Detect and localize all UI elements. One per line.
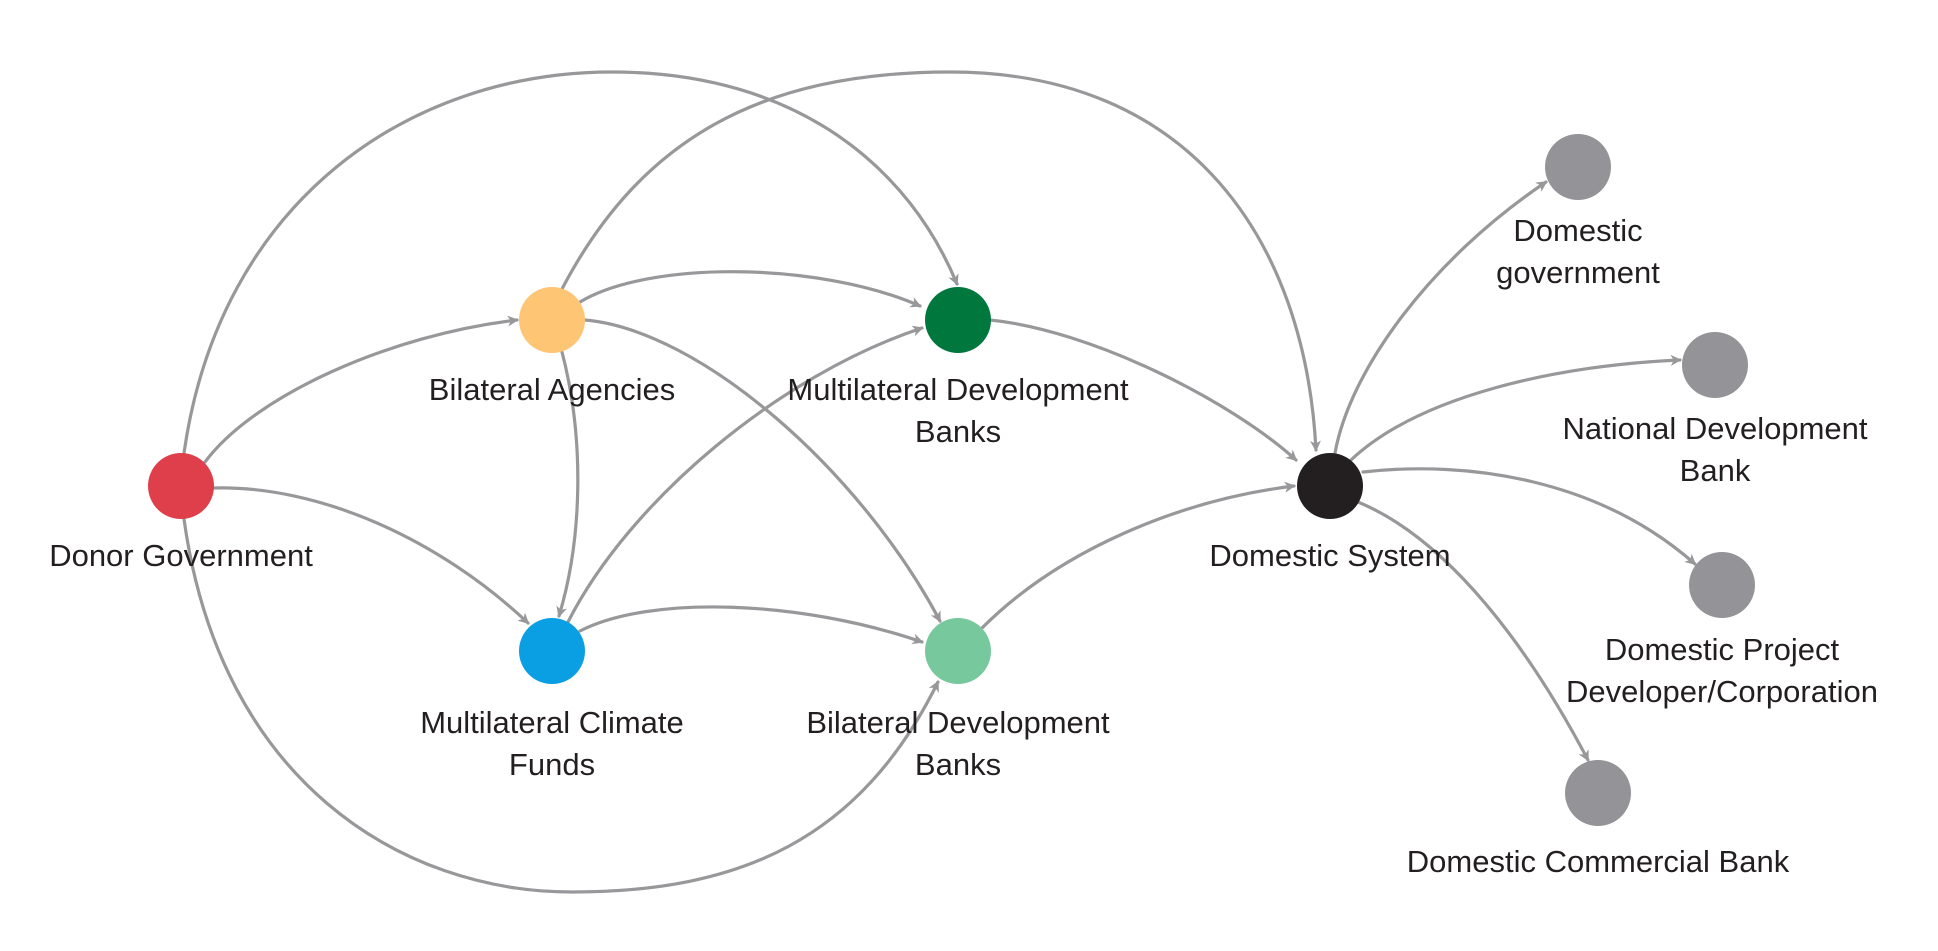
edge-bilateral-agencies-to-multilateral-development-banks [578, 270, 922, 308]
node-domestic-government [1545, 134, 1611, 200]
node-label-line: government [1496, 255, 1660, 290]
edge-donor-government-to-multilateral-development-banks [182, 70, 959, 455]
node-label-line: Developer/Corporation [1566, 674, 1878, 709]
node-label-line: Funds [509, 747, 595, 782]
edge-bilateral-agencies-to-multilateral-climate-funds [556, 350, 580, 618]
edge-domestic-system-to-domestic-government [1333, 180, 1548, 455]
node-bilateral-agencies [519, 287, 585, 353]
node-label-bilateral-agencies: Bilateral Agencies [429, 372, 675, 407]
node-label-line: Domestic [1513, 213, 1642, 248]
edge-bilateral-agencies-to-bilateral-development-banks [583, 318, 942, 623]
node-label-line: Multilateral Development [787, 372, 1129, 407]
edge-bilateral-agencies-to-domestic-system [560, 70, 1321, 452]
node-label-line: Bank [1680, 453, 1751, 488]
node-multilateral-climate-funds [519, 618, 585, 684]
node-label-line: Multilateral Climate [420, 705, 684, 740]
node-label-line: Banks [915, 747, 1001, 782]
edge-donor-government-to-bilateral-agencies [203, 315, 519, 464]
edge-bilateral-development-banks-to-domestic-system [980, 481, 1296, 630]
edge-donor-government-to-multilateral-climate-funds [211, 486, 530, 625]
node-donor-government [148, 453, 214, 519]
node-label-line: Bilateral Development [806, 705, 1110, 740]
edge-donor-government-to-bilateral-development-banks [182, 517, 940, 894]
node-label-line: Donor Government [49, 538, 313, 573]
nodes-layer [148, 134, 1755, 826]
node-domestic-project-developer [1689, 552, 1755, 618]
node-label-line: Bilateral Agencies [429, 372, 675, 407]
node-domestic-system [1297, 453, 1363, 519]
node-multilateral-development-banks [925, 287, 991, 353]
edge-multilateral-climate-funds-to-multilateral-development-banks [566, 325, 924, 624]
edge-multilateral-climate-funds-to-bilateral-development-banks [578, 605, 924, 645]
edges-layer [182, 70, 1697, 894]
node-label-donor-government: Donor Government [49, 538, 313, 573]
node-domestic-commercial-bank [1565, 760, 1631, 826]
node-bilateral-development-banks [925, 618, 991, 684]
node-label-line: Domestic Project [1605, 632, 1840, 667]
node-label-domestic-system: Domestic System [1209, 538, 1450, 573]
edge-domestic-system-to-national-development-bank [1349, 354, 1682, 462]
node-national-development-bank [1682, 332, 1748, 398]
node-label-line: Banks [915, 414, 1001, 449]
node-label-domestic-government: Domestic government [1496, 213, 1660, 290]
node-label-line: Domestic Commercial Bank [1407, 844, 1790, 879]
node-label-domestic-commercial-bank: Domestic Commercial Bank [1407, 844, 1790, 879]
node-label-line: National Development [1562, 411, 1867, 446]
node-label-line: Domestic System [1209, 538, 1450, 573]
edge-multilateral-development-banks-to-domestic-system [988, 318, 1298, 462]
edge-domestic-system-to-domestic-commercial-bank [1356, 500, 1590, 762]
edge-domestic-system-to-domestic-project-developer [1361, 467, 1697, 566]
